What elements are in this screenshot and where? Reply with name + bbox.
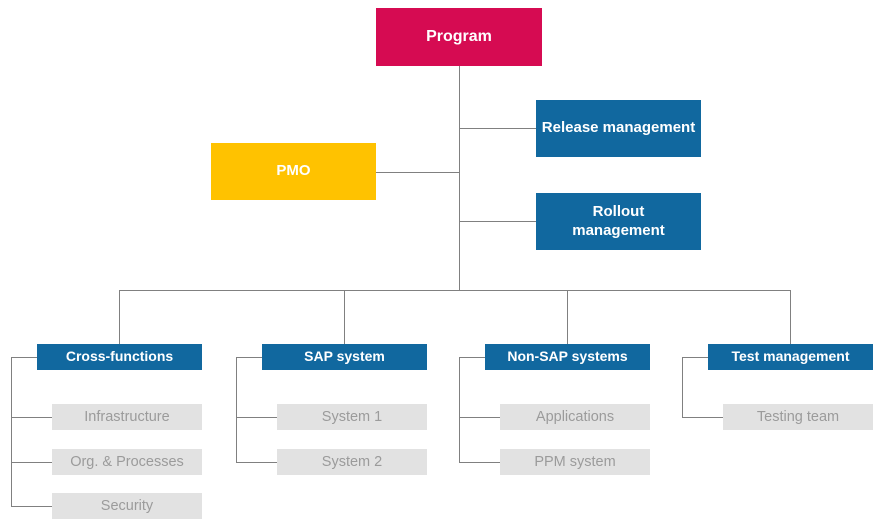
bracket-cross-functions bbox=[11, 357, 12, 506]
node-security: Security bbox=[52, 493, 202, 519]
node-security-label: Security bbox=[100, 497, 154, 514]
bracket-stub-testing-team bbox=[682, 417, 723, 418]
connector-rollout bbox=[459, 221, 536, 222]
node-applications: Applications bbox=[500, 404, 650, 430]
node-infrastructure-label: Infrastructure bbox=[84, 408, 170, 425]
bracket-stub-system1 bbox=[236, 417, 277, 418]
connector-pmo bbox=[376, 172, 459, 173]
bracket-non-sap bbox=[459, 357, 460, 462]
connector-drop-test bbox=[790, 290, 791, 344]
node-cross-functions-label: Cross-functions bbox=[65, 348, 174, 365]
bracket-sap bbox=[236, 357, 237, 462]
bracket-stub-org-processes bbox=[11, 462, 52, 463]
node-non-sap-systems: Non-SAP systems bbox=[485, 344, 650, 370]
node-release-management: Release management bbox=[536, 100, 701, 157]
node-test-management-label: Test management bbox=[731, 348, 850, 365]
node-cross-functions: Cross-functions bbox=[37, 344, 202, 370]
bracket-head-test bbox=[682, 357, 708, 358]
connector-drop-non-sap bbox=[567, 290, 568, 344]
connector-drop-cross-functions bbox=[119, 290, 120, 344]
node-ppm-system: PPM system bbox=[500, 449, 650, 475]
node-org-processes-label: Org. & Processes bbox=[70, 453, 184, 470]
node-testing-team: Testing team bbox=[723, 404, 873, 430]
node-test-management: Test management bbox=[708, 344, 873, 370]
node-system-1-label: System 1 bbox=[321, 408, 383, 425]
node-system-2-label: System 2 bbox=[321, 453, 383, 470]
bracket-stub-ppm bbox=[459, 462, 500, 463]
node-pmo: PMO bbox=[211, 143, 376, 200]
node-non-sap-systems-label: Non-SAP systems bbox=[507, 348, 628, 365]
node-rollout-management: Rollout management bbox=[536, 193, 701, 250]
bracket-stub-applications bbox=[459, 417, 500, 418]
node-applications-label: Applications bbox=[535, 408, 615, 425]
node-ppm-system-label: PPM system bbox=[534, 453, 616, 470]
bracket-test bbox=[682, 357, 683, 417]
connector-release bbox=[459, 128, 536, 129]
node-system-2: System 2 bbox=[277, 449, 427, 475]
bracket-stub-system2 bbox=[236, 462, 277, 463]
node-testing-team-label: Testing team bbox=[756, 408, 840, 425]
node-release-management-label: Release management bbox=[541, 119, 696, 137]
node-pmo-label: PMO bbox=[276, 162, 311, 180]
node-sap-system: SAP system bbox=[262, 344, 427, 370]
bracket-head-sap bbox=[236, 357, 262, 358]
node-program: Program bbox=[376, 8, 542, 66]
node-rollout-management-label: Rollout management bbox=[572, 202, 665, 239]
node-system-1: System 1 bbox=[277, 404, 427, 430]
node-org-processes: Org. & Processes bbox=[52, 449, 202, 475]
bracket-head-non-sap bbox=[459, 357, 485, 358]
node-program-label: Program bbox=[426, 28, 492, 45]
node-sap-system-label: SAP system bbox=[304, 348, 385, 365]
connector-trunk bbox=[459, 66, 460, 290]
node-infrastructure: Infrastructure bbox=[52, 404, 202, 430]
connector-distribution bbox=[119, 290, 791, 291]
bracket-stub-infrastructure bbox=[11, 417, 52, 418]
bracket-head-cross-functions bbox=[11, 357, 37, 358]
bracket-stub-security bbox=[11, 506, 52, 507]
connector-drop-sap bbox=[344, 290, 345, 344]
